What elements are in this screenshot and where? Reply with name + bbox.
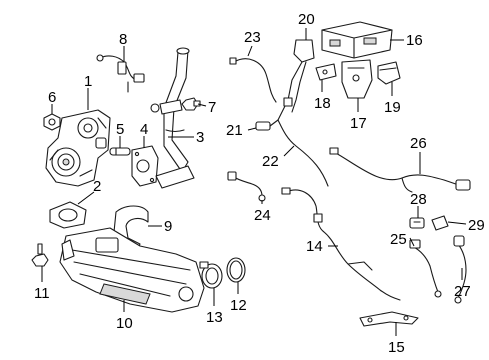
leader-2 — [77, 191, 95, 205]
part-21-connector — [255, 119, 279, 131]
callout-4: 4 — [140, 121, 148, 138]
part-29-connector — [431, 215, 449, 231]
callout-8: 8 — [119, 31, 127, 48]
part-24-sensor — [227, 171, 266, 202]
callout-21: 21 — [226, 122, 243, 139]
callout-labels: 1 2 3 4 5 6 7 8 9 10 11 12 13 14 15 16 1… — [34, 11, 485, 356]
callout-13: 13 — [206, 309, 223, 326]
part-15-bracket — [359, 311, 419, 327]
leader-21 — [247, 127, 257, 131]
part-28-connector — [409, 217, 425, 229]
callout-10: 10 — [116, 315, 133, 332]
part-18-bracket — [315, 63, 337, 81]
part-2-gasket — [49, 201, 87, 229]
callout-20: 20 — [298, 11, 315, 28]
leader-25 — [409, 237, 415, 247]
callout-28: 28 — [410, 191, 427, 208]
part-11-bolt — [31, 243, 49, 267]
part-26-harness — [329, 147, 471, 193]
callout-2: 2 — [93, 178, 101, 195]
callout-3: 3 — [196, 129, 204, 146]
part-25-sensor — [409, 239, 442, 298]
leader-7 — [197, 103, 207, 107]
callout-11: 11 — [34, 285, 50, 302]
leader-22 — [283, 145, 295, 157]
part-16-module — [321, 21, 393, 59]
part-1-water-pump — [45, 109, 111, 187]
part-20-sensor — [277, 39, 315, 121]
part-6-nut — [43, 113, 61, 131]
part-19-bracket — [377, 61, 401, 85]
callout-22: 22 — [262, 153, 279, 170]
callout-7: 7 — [208, 99, 216, 116]
part-22-wire — [277, 119, 329, 187]
callout-14: 14 — [306, 238, 323, 255]
callout-18: 18 — [314, 95, 331, 112]
leader-29 — [447, 221, 467, 225]
leader-lines — [41, 28, 467, 336]
callout-17: 17 — [350, 115, 367, 132]
part-14-harness — [281, 187, 401, 301]
callout-23: 23 — [244, 29, 261, 46]
callout-5: 5 — [116, 121, 124, 138]
callout-19: 19 — [384, 99, 401, 116]
part-4-gasket — [131, 145, 159, 187]
part-3-egr-pipe — [150, 47, 195, 189]
part-10-egr-cooler — [59, 227, 205, 313]
callout-15: 15 — [388, 339, 405, 356]
callout-9: 9 — [164, 218, 172, 235]
part-17-bracket — [341, 59, 373, 99]
part-5-pin — [109, 147, 131, 156]
callout-29: 29 — [468, 217, 485, 234]
leader-23 — [247, 45, 253, 57]
callout-1: 1 — [84, 73, 92, 90]
part-7-bolt — [181, 97, 201, 111]
callout-25: 25 — [390, 231, 407, 248]
callout-27: 27 — [454, 283, 471, 300]
part-8-sensor — [96, 54, 145, 93]
callout-24: 24 — [254, 207, 271, 224]
callout-6: 6 — [48, 89, 56, 106]
part-23-wire — [229, 57, 277, 103]
part-27-sensor — [453, 235, 467, 304]
part-13-clamp — [199, 261, 223, 289]
part-12-ring — [226, 257, 246, 283]
callout-16: 16 — [406, 32, 423, 49]
callout-26: 26 — [410, 135, 427, 152]
callout-12: 12 — [230, 297, 247, 314]
